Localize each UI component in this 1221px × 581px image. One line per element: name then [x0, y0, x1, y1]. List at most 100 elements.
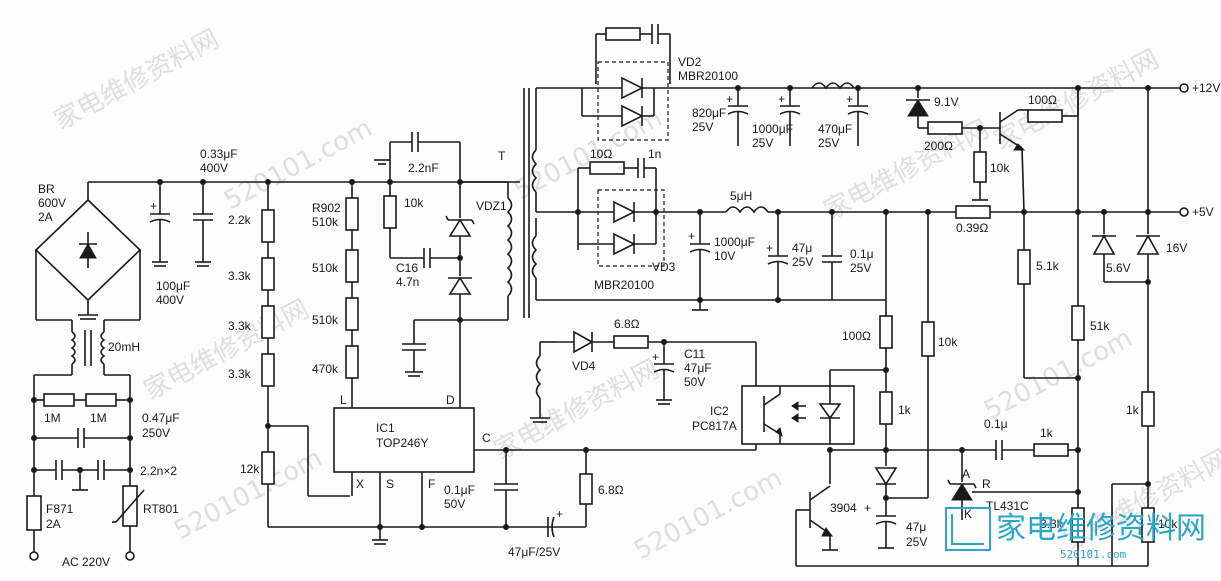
ic1-top246y [333, 407, 475, 473]
svg-text:25V: 25V [818, 136, 839, 150]
svg-text:1M: 1M [44, 411, 61, 425]
svg-text:R: R [982, 477, 991, 491]
svg-text:25V: 25V [752, 136, 773, 150]
svg-text:+5V: +5V [1192, 205, 1214, 219]
svg-text:2A: 2A [46, 517, 61, 531]
svg-text:25V: 25V [792, 255, 813, 269]
svg-text:1000μF: 1000μF [714, 235, 755, 249]
svg-text:4.7n: 4.7n [396, 275, 419, 289]
svg-text:3904: 3904 [830, 501, 857, 515]
svg-text:5.1k: 5.1k [1036, 259, 1060, 273]
svg-text:2.2nF: 2.2nF [408, 161, 439, 175]
svg-text:+: + [766, 241, 773, 255]
svg-text:IC1: IC1 [376, 421, 395, 435]
svg-text:F: F [428, 477, 435, 491]
svg-text:47μF: 47μF [684, 361, 712, 375]
svg-text:家电维修资料网: 家电维修资料网 [989, 44, 1164, 156]
svg-text:+: + [846, 92, 853, 106]
svg-text:2.2n×2: 2.2n×2 [140, 464, 177, 478]
svg-text:47μF/25V: 47μF/25V [508, 545, 560, 559]
svg-text:50V: 50V [444, 497, 465, 511]
svg-text:470k: 470k [312, 362, 339, 376]
svg-text:25V: 25V [906, 535, 927, 549]
svg-text:51k: 51k [1090, 319, 1110, 333]
svg-text:0.47μF: 0.47μF [142, 411, 180, 425]
svg-text:520101.com: 520101.com [629, 463, 787, 566]
site-logo: 家电维修资料网 520101.com [945, 507, 1206, 561]
svg-text:R902: R902 [312, 201, 341, 215]
svg-text:0.1μ: 0.1μ [984, 417, 1008, 431]
vd3-mbr20100 [597, 189, 665, 267]
svg-text:L: L [340, 393, 347, 407]
svg-text:3.3k: 3.3k [1040, 517, 1064, 531]
svg-text:250V: 250V [142, 426, 170, 440]
svg-text:25V: 25V [692, 120, 713, 134]
svg-text:C16: C16 [396, 261, 418, 275]
svg-text:10V: 10V [714, 249, 735, 263]
svg-text:MBR20100: MBR20100 [594, 278, 654, 292]
primary-section: + 100μF 400V 0.33μF 400V 2.2k 3.3k 3.3k … [149, 88, 756, 559]
feedback-section: 100Ω 1k + 47μ 25V 10k [795, 88, 1178, 567]
svg-text:6.8Ω: 6.8Ω [614, 317, 640, 331]
svg-text:3.3k: 3.3k [228, 269, 252, 283]
svg-text:5μH: 5μH [730, 189, 752, 203]
svg-text:家电维修资料网: 家电维修资料网 [139, 294, 314, 406]
svg-text:0.1μ: 0.1μ [850, 247, 874, 261]
svg-text:0.39Ω: 0.39Ω [956, 221, 988, 235]
vd2-mbr20100 [597, 61, 669, 141]
svg-text:VD4: VD4 [572, 359, 596, 373]
svg-text:MBR20100: MBR20100 [678, 69, 738, 83]
svg-text:IC2: IC2 [710, 404, 729, 418]
svg-text:20mH: 20mH [108, 340, 140, 354]
choke-20mh [70, 331, 76, 365]
svg-text:520101.com: 520101.com [1060, 548, 1127, 561]
svg-text:BR: BR [38, 182, 55, 196]
svg-text:10Ω: 10Ω [590, 147, 612, 161]
svg-text:600V: 600V [38, 196, 66, 210]
svg-text:2A: 2A [38, 210, 53, 224]
svg-text:1k: 1k [1040, 426, 1054, 440]
ac-terminal-right [125, 551, 135, 561]
svg-text:VD2: VD2 [678, 55, 702, 69]
inductor-12v [811, 82, 855, 90]
svg-text:0.33μF: 0.33μF [200, 147, 238, 161]
svg-text:50V: 50V [684, 375, 705, 389]
output-5v-section: 10Ω 1n VD3 MBR20100 5μH + [531, 147, 1214, 381]
svg-text:520101.com: 520101.com [169, 443, 327, 546]
svg-text:TL431C: TL431C [986, 499, 1029, 513]
svg-text:T: T [498, 149, 506, 163]
svg-text:400V: 400V [200, 161, 228, 175]
svg-text:2.2k: 2.2k [228, 213, 252, 227]
svg-text:820μF: 820μF [692, 106, 726, 120]
svg-text:VDZ1: VDZ1 [476, 199, 507, 213]
aux-section: VD4 6.8Ω + C11 47μF 50V IC2 PC817A [530, 317, 888, 450]
svg-text:1000μF: 1000μF [752, 122, 793, 136]
svg-text:+: + [688, 229, 695, 243]
svg-text:6.8Ω: 6.8Ω [598, 483, 624, 497]
svg-text:TOP246Y: TOP246Y [376, 436, 428, 450]
fuse-f871 [26, 495, 42, 531]
svg-text:47μ: 47μ [792, 241, 812, 255]
svg-text:+: + [864, 501, 871, 515]
ac-terminal-left [29, 551, 39, 561]
svg-text:10k: 10k [404, 196, 424, 210]
svg-text:+: + [778, 92, 785, 106]
svg-text:470μF: 470μF [818, 122, 852, 136]
svg-text:RT801: RT801 [143, 502, 179, 516]
svg-text:PC817A: PC817A [692, 419, 737, 433]
svg-text:400V: 400V [156, 293, 184, 307]
svg-text:+12V: +12V [1192, 81, 1220, 95]
svg-text:9.1V: 9.1V [934, 95, 959, 109]
svg-text:12k: 12k [240, 462, 260, 476]
svg-text:+: + [652, 350, 659, 364]
svg-text:10k: 10k [990, 161, 1010, 175]
resistor-1m-b [85, 393, 117, 407]
svg-text:510k: 510k [312, 313, 339, 327]
svg-text:D: D [446, 393, 455, 407]
svg-text:K: K [964, 507, 972, 521]
svg-text:1k: 1k [1126, 403, 1140, 417]
svg-text:510k: 510k [312, 261, 339, 275]
svg-text:100μF: 100μF [156, 279, 190, 293]
